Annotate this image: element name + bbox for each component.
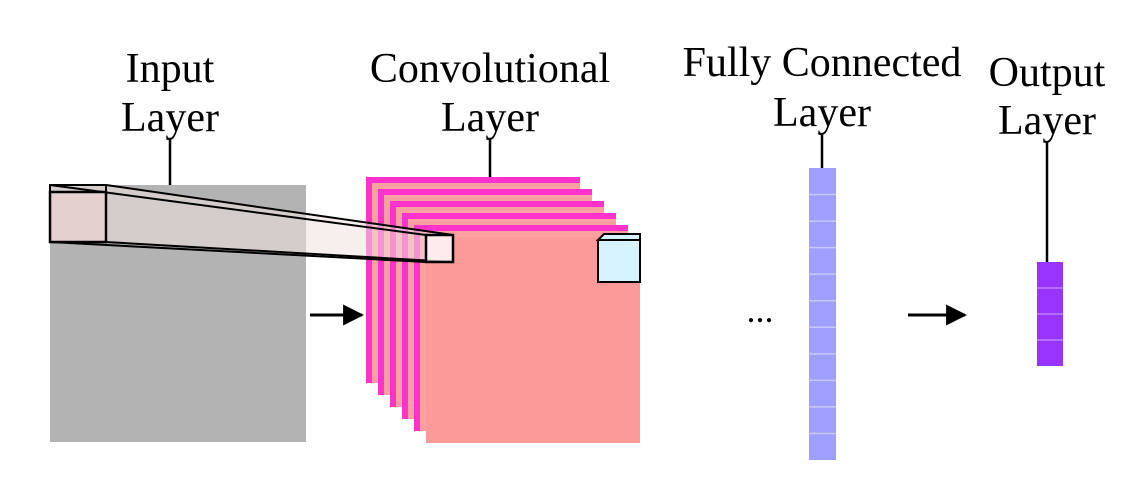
receptive-field-projection [48, 184, 455, 264]
input-kernel-box [48, 190, 108, 244]
fully-connected-layer [809, 168, 836, 460]
output-layer-label-line2: Layer [998, 98, 1096, 144]
ellipsis: ... [747, 290, 774, 330]
input-layer-label-line2: Layer [121, 95, 219, 141]
fc-layer-label-line1: Fully Connected [683, 40, 962, 86]
conv-layer-label-line2: Layer [441, 95, 539, 141]
conv-layer-label-line1: Convolutional [370, 46, 610, 92]
conv-kernel-box [595, 233, 641, 283]
conv-feature-stack [366, 177, 640, 443]
input-layer-label-line1: Input [126, 46, 215, 92]
conv-target-box [424, 233, 455, 264]
fc-layer-label-line2: Layer [773, 90, 871, 136]
fc-column [809, 168, 836, 460]
output-layer-label-line1: Output [989, 50, 1106, 96]
output-layer [1037, 262, 1063, 366]
